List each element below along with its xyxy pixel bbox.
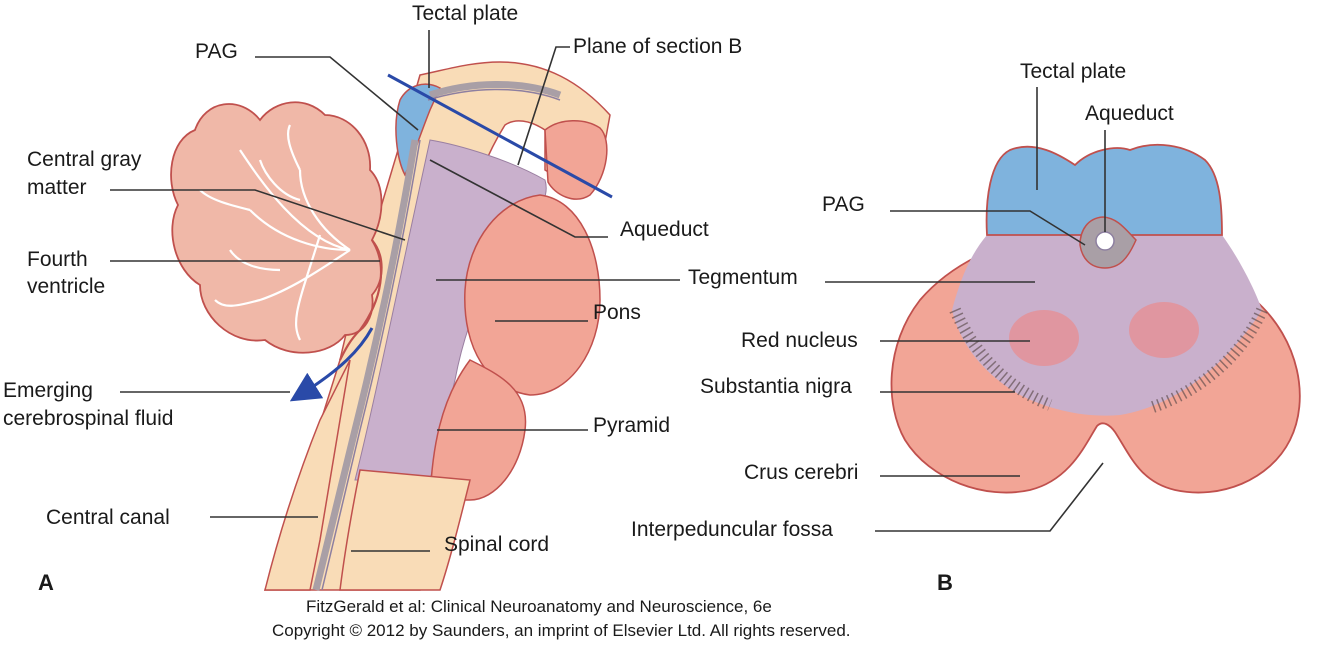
pons	[464, 194, 601, 396]
label-spinal-cord: Spinal cord	[444, 533, 549, 556]
label-pons: Pons	[593, 301, 641, 324]
credit-line-1: FitzGerald et al: Clinical Neuroanatomy …	[306, 597, 772, 616]
red-nucleus-left	[1009, 310, 1079, 366]
label-tectal-plate-a: Tectal plate	[412, 2, 518, 25]
label-substantia-nigra: Substantia nigra	[700, 375, 852, 398]
label-fourth-ventricle-2: ventricle	[27, 275, 105, 298]
label-emerging-1: Emerging	[3, 379, 93, 402]
cerebellum	[170, 101, 383, 361]
label-red-nucleus: Red nucleus	[741, 329, 858, 352]
label-interpeduncular-fossa: Interpeduncular fossa	[631, 518, 833, 541]
label-aqueduct-a: Aqueduct	[620, 218, 709, 241]
spinal-cord	[339, 469, 471, 591]
credit-line-2: Copyright © 2012 by Saunders, an imprint…	[272, 621, 851, 640]
label-central-gray-1: Central gray	[27, 148, 142, 171]
colliculus	[544, 120, 608, 200]
label-central-gray-2: matter	[27, 176, 87, 199]
label-fourth-ventricle-1: Fourth	[27, 248, 88, 271]
label-tegmentum: Tegmentum	[688, 266, 798, 289]
panel-label-b: B	[937, 570, 953, 595]
central-gray-strip	[312, 81, 562, 591]
label-crus-cerebri: Crus cerebri	[744, 461, 858, 484]
label-plane-of-section: Plane of section B	[573, 35, 742, 58]
aqueduct-b	[1095, 231, 1115, 251]
substantia-nigra-right	[1148, 307, 1268, 414]
csf-arrow	[289, 327, 374, 402]
cord-left	[264, 359, 351, 591]
label-central-canal: Central canal	[46, 506, 170, 529]
label-pyramid: Pyramid	[593, 414, 670, 437]
label-pag-b: PAG	[822, 193, 865, 216]
aqueduct-channel	[321, 88, 561, 591]
label-aqueduct-b: Aqueduct	[1085, 102, 1174, 125]
red-nucleus-right	[1129, 302, 1199, 358]
label-pag-a: PAG	[195, 40, 238, 63]
tegmentum-b	[952, 235, 1262, 416]
panel-label-a: A	[38, 570, 54, 595]
panel-a-figure	[110, 30, 680, 591]
panel-b-figure	[825, 87, 1301, 532]
label-emerging-2: cerebrospinal fluid	[3, 407, 173, 430]
plane-of-section-line	[387, 73, 613, 199]
label-tectal-plate-b: Tectal plate	[1020, 60, 1126, 83]
